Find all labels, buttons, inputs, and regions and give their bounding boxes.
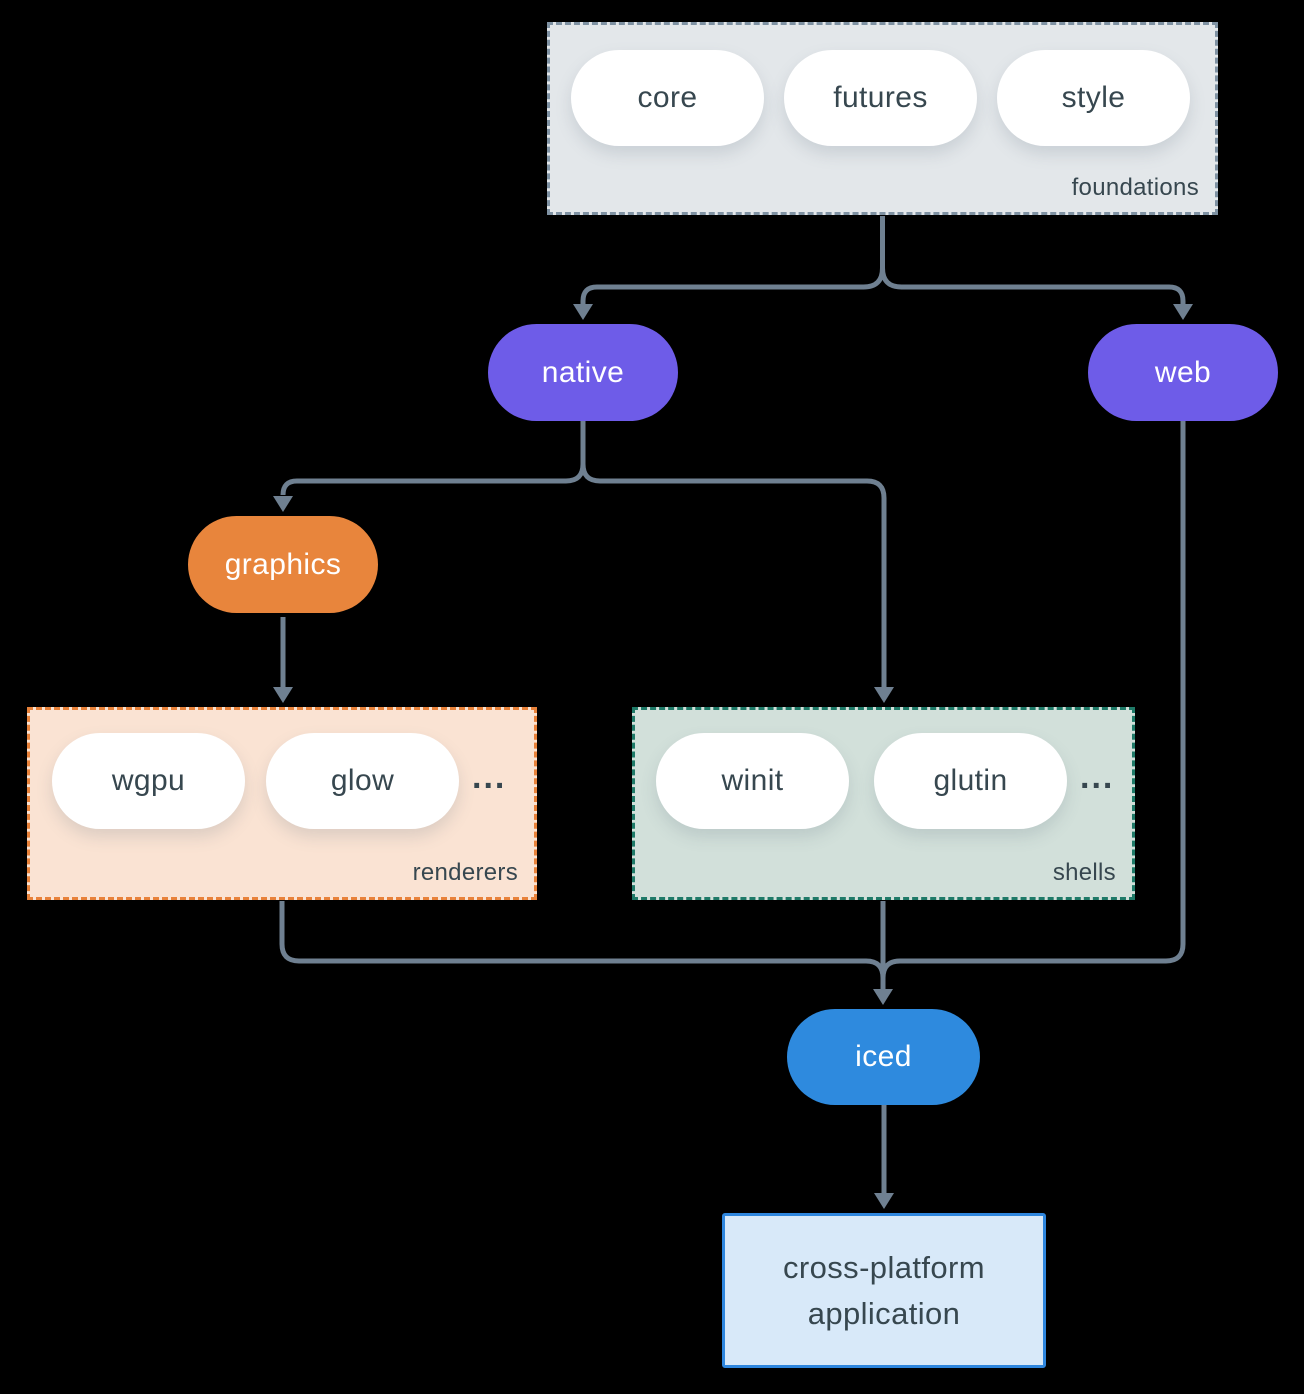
arrowhead-native xyxy=(573,304,593,320)
arrowhead-iced xyxy=(873,989,893,1005)
node-wgpu-label: wgpu xyxy=(111,764,186,797)
arrowhead-application xyxy=(874,1193,894,1209)
node-wgpu: wgpu xyxy=(52,733,245,829)
node-web-label: web xyxy=(1154,355,1212,389)
arrowhead-graphics xyxy=(273,496,293,512)
edge-native-shells xyxy=(580,421,887,687)
node-futures: futures xyxy=(784,50,977,146)
node-native-label: native xyxy=(541,355,625,389)
arrowhead-web xyxy=(1173,304,1193,320)
group-renderers-label: renderers xyxy=(412,859,518,886)
application-label-line1: cross-platform xyxy=(783,1249,985,1285)
node-glow: glow xyxy=(266,733,459,829)
node-cross-platform-application: cross-platform application xyxy=(722,1213,1046,1368)
edge-foundations-native xyxy=(580,216,885,304)
node-graphics-label: graphics xyxy=(224,547,342,581)
edge-renderers-iced xyxy=(279,901,886,979)
shells-ellipsis: ... xyxy=(1080,758,1115,796)
node-iced: iced xyxy=(787,1009,980,1105)
node-glow-label: glow xyxy=(330,764,395,797)
node-style-label: style xyxy=(1061,81,1126,114)
application-label-line2: application xyxy=(807,1295,961,1331)
edge-native-graphics xyxy=(280,421,586,496)
group-shells-label: shells xyxy=(1052,859,1116,886)
node-winit-label: winit xyxy=(721,764,784,797)
node-web: web xyxy=(1088,324,1278,421)
arrowhead-shells xyxy=(874,687,894,703)
node-futures-label: futures xyxy=(833,81,928,114)
node-core-label: core xyxy=(637,81,698,114)
arrowhead-renderers xyxy=(273,687,293,703)
node-native: native xyxy=(488,324,678,421)
node-core: core xyxy=(571,50,764,146)
edge-foundations-web xyxy=(880,216,1186,304)
node-glutin-label: glutin xyxy=(933,764,1008,797)
node-graphics: graphics xyxy=(188,516,378,613)
node-glutin: glutin xyxy=(874,733,1067,829)
renderers-ellipsis: ... xyxy=(472,758,507,796)
node-winit: winit xyxy=(656,733,849,829)
group-foundations-label: foundations xyxy=(1071,174,1199,201)
node-style: style xyxy=(997,50,1190,146)
node-iced-label: iced xyxy=(855,1040,912,1073)
